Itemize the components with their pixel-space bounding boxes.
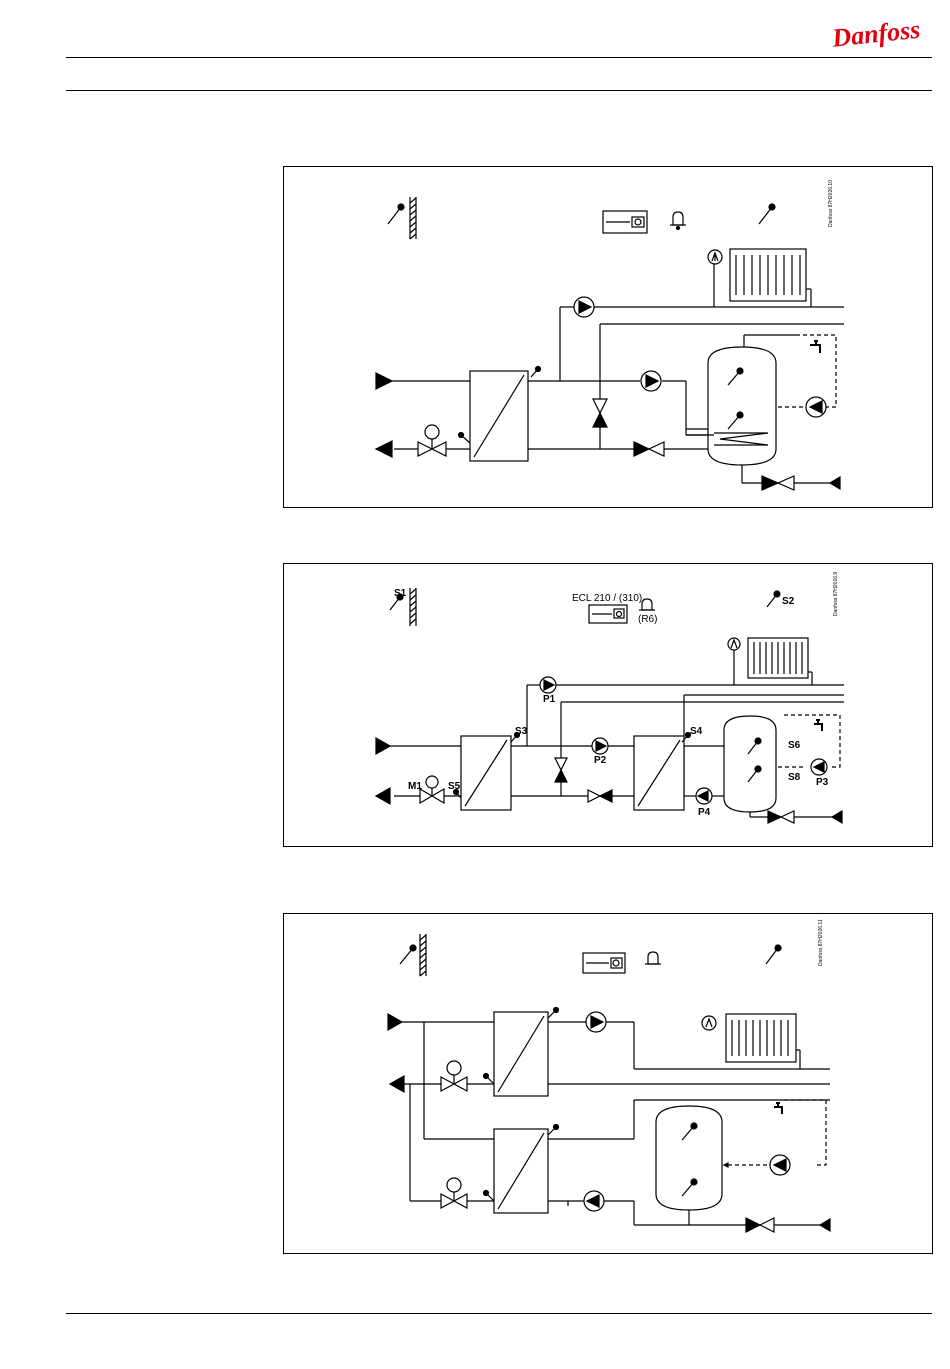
return-valve-icon	[588, 790, 612, 802]
heating-control-valve-icon	[441, 1061, 467, 1091]
label-p2: P2	[594, 755, 607, 766]
controller-icon	[583, 953, 625, 973]
footer-rule	[66, 1313, 932, 1314]
heating-heat-exchanger-icon	[484, 1008, 559, 1097]
radiator-icon	[748, 638, 808, 678]
alarm-bell-icon	[645, 952, 661, 964]
return-outlet-arrow-icon	[376, 441, 392, 457]
outdoor-sensor-icon	[388, 204, 404, 224]
label-p4: P4	[698, 807, 711, 818]
heat-exchanger-1-icon	[454, 733, 520, 811]
dhw-storage-tank-icon	[656, 1106, 728, 1210]
radiator-icon	[730, 249, 806, 301]
wall-hatch	[420, 934, 426, 976]
heat-exchanger-2-icon	[634, 733, 691, 811]
header-rule-bottom	[66, 90, 932, 91]
thermostatic-valve-icon	[728, 638, 740, 650]
diagram-1: Danfoss 87H2026.10	[283, 166, 933, 508]
diagram-2: S1 ECL 210 / (310) (R6) S2 Danfoss 87H20…	[283, 563, 933, 847]
return-outlet-arrow-icon	[390, 1076, 404, 1092]
label-p3: P3	[816, 777, 829, 788]
controller-icon	[603, 211, 647, 233]
dhw-control-valve-icon	[441, 1178, 467, 1208]
return-outlet-arrow-icon	[376, 788, 390, 804]
pump-p4-icon	[696, 788, 712, 804]
tap-icon	[774, 1103, 782, 1114]
dhw-circulation-pump-icon	[770, 1155, 790, 1175]
label-s3: S3	[515, 726, 528, 737]
thermostatic-valve-icon	[702, 1016, 716, 1030]
dhw-heat-exchanger-icon	[484, 1125, 559, 1214]
label-p1: P1	[543, 694, 556, 705]
label-s2: S2	[782, 596, 795, 607]
bypass-valve-icon	[593, 399, 607, 427]
danfoss-logo: Danfoss	[828, 12, 940, 52]
label-m1: M1	[408, 781, 422, 792]
header-rule-top	[66, 57, 932, 58]
supply-inlet-arrow-icon	[376, 738, 390, 754]
alarm-label: (R6)	[638, 614, 657, 625]
heat-exchanger-icon	[459, 367, 541, 462]
room-sensor-icon	[759, 204, 775, 224]
room-sensor-icon	[766, 945, 781, 964]
bypass-valve-icon	[555, 758, 567, 782]
cold-water-valve-icon	[768, 811, 794, 823]
label-s4: S4	[690, 726, 703, 737]
thermostatic-valve-icon	[708, 250, 722, 264]
outdoor-sensor-icon	[400, 945, 416, 964]
heating-circulation-pump-icon	[574, 297, 594, 317]
dhw-storage-tank-icon	[724, 716, 776, 812]
label-s5: S5	[448, 781, 461, 792]
pump-p3-icon	[811, 759, 827, 775]
cold-water-valve-icon	[746, 1218, 774, 1232]
motorized-control-valve-icon	[418, 425, 446, 456]
pump-p2-icon	[592, 738, 608, 754]
drawing-number: Danfoss 87H2026.11	[818, 919, 824, 966]
drawing-number: Danfoss 87H2026.10	[828, 180, 834, 227]
room-sensor-icon	[767, 591, 780, 607]
cold-water-inlet-arrow-icon	[820, 1219, 830, 1231]
wall-hatch	[410, 588, 416, 626]
dhw-circulation-pump-icon	[806, 397, 826, 417]
cold-water-inlet-arrow-icon	[832, 811, 842, 823]
dhw-storage-tank-icon	[708, 347, 776, 465]
label-s8: S8	[788, 772, 801, 783]
tap-icon	[814, 720, 822, 731]
pump-p1-icon	[540, 677, 556, 693]
motorized-control-valve-m1-icon	[420, 776, 444, 803]
charging-pump-icon	[641, 371, 661, 391]
svg-text:Danfoss: Danfoss	[830, 15, 922, 52]
alarm-bell-icon	[670, 212, 686, 230]
controller-icon	[589, 605, 627, 623]
drawing-number: Danfoss 87H2016.9	[833, 572, 839, 616]
dhw-charging-pump-icon	[584, 1191, 604, 1211]
return-valve-icon	[634, 442, 664, 456]
cold-water-inlet-arrow-icon	[830, 477, 840, 489]
cold-water-valve-icon	[762, 476, 794, 490]
diagram-3: Danfoss 87H2026.11	[283, 913, 933, 1254]
heating-circulation-pump-icon	[586, 1012, 606, 1032]
controller-label: ECL 210 / (310)	[572, 593, 642, 604]
label-s1: S1	[394, 588, 407, 599]
radiator-icon	[726, 1014, 796, 1062]
supply-inlet-arrow-icon	[376, 373, 392, 389]
label-s6: S6	[788, 740, 801, 751]
tap-icon	[810, 341, 820, 353]
supply-inlet-arrow-icon	[388, 1014, 402, 1030]
wall-hatch	[410, 197, 416, 239]
